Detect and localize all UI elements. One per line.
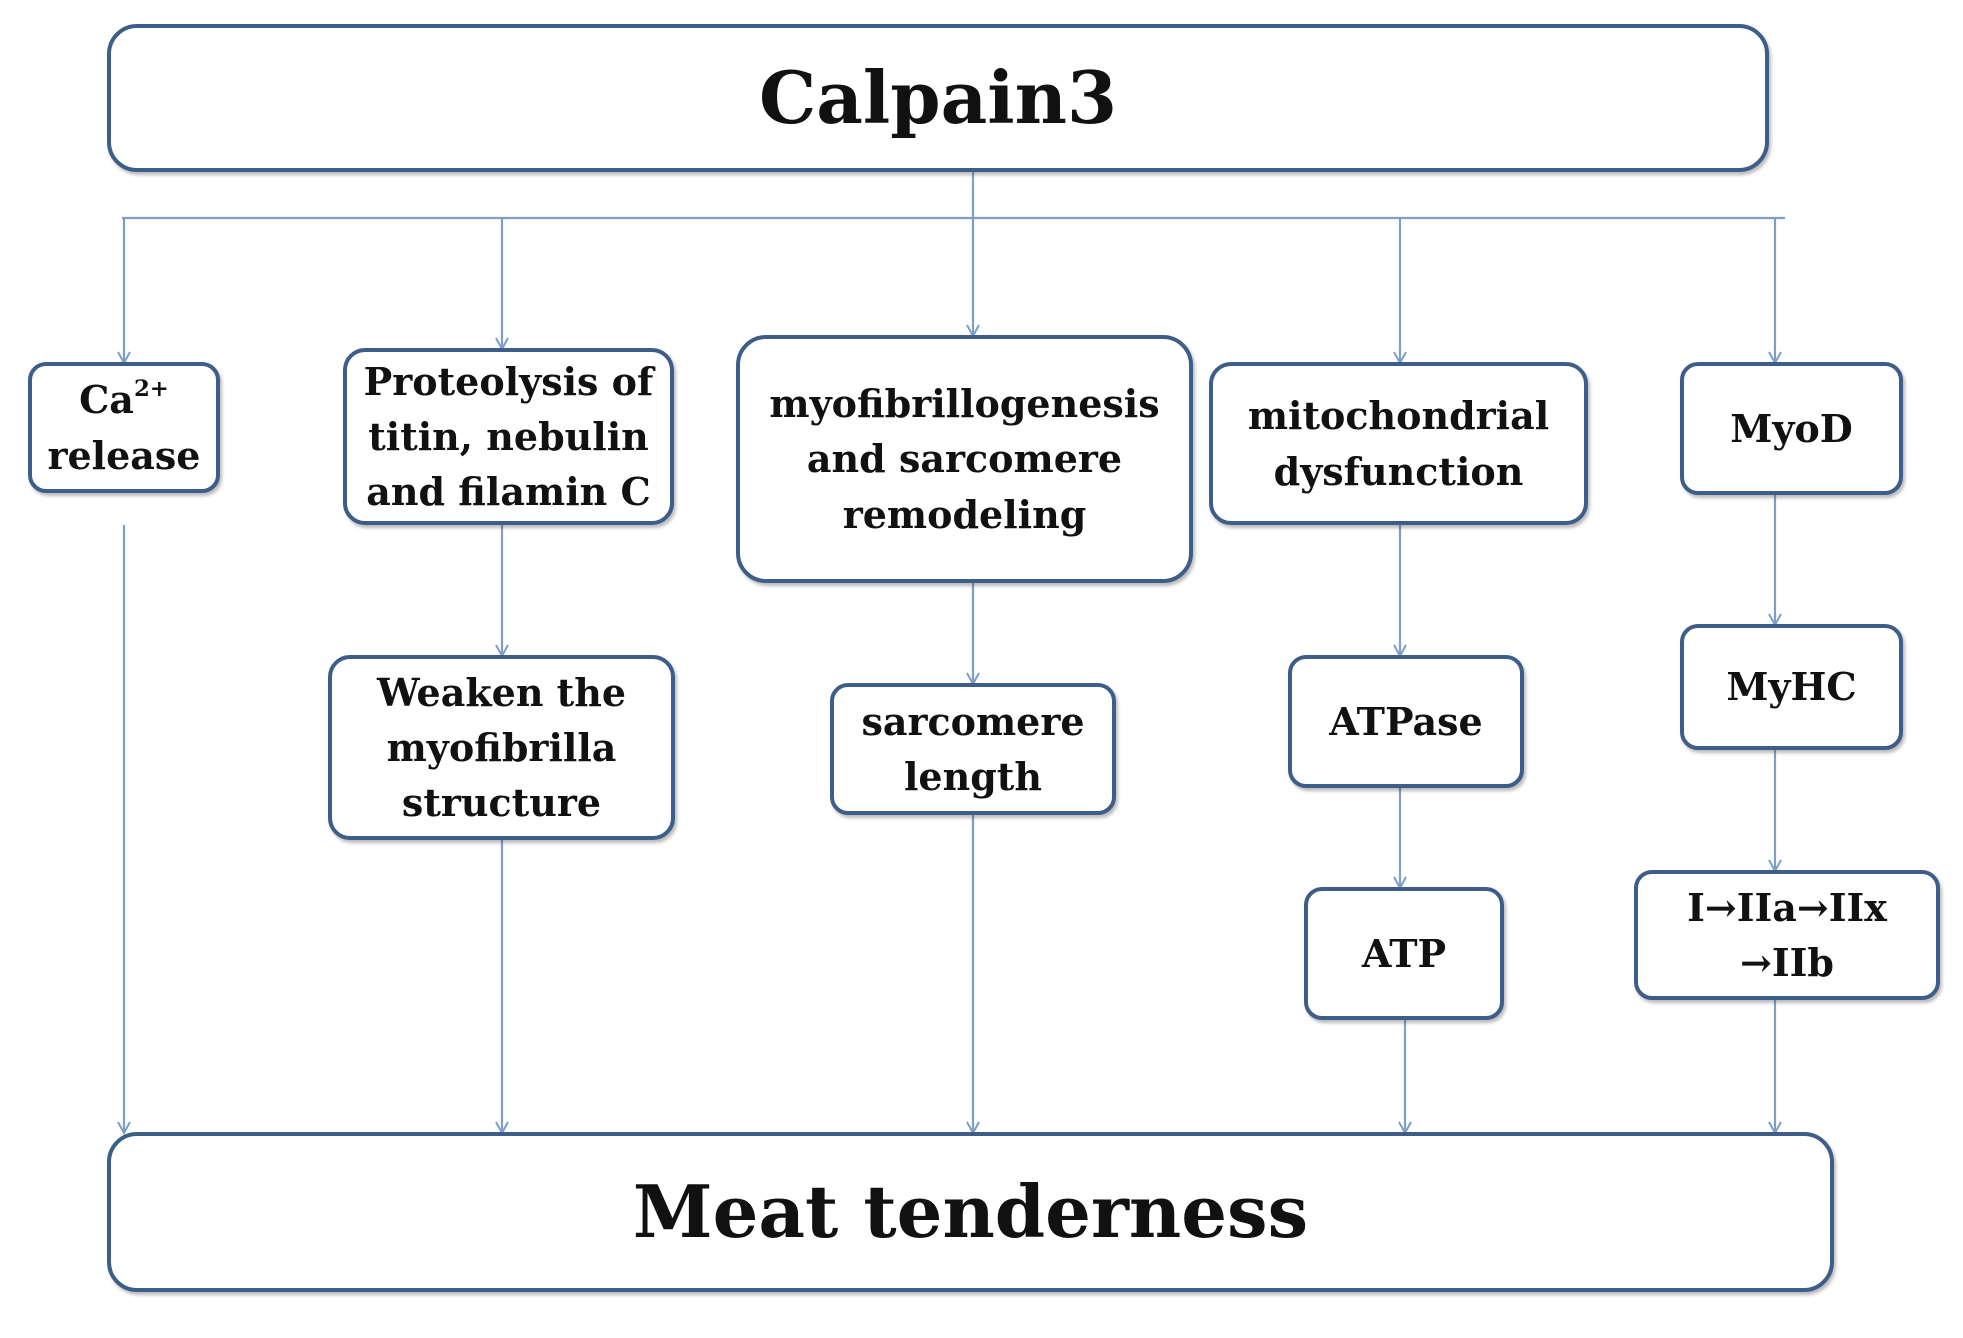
atp-label: ATP <box>1361 930 1447 976</box>
sarcomere-line-1: sarcomere <box>861 698 1085 744</box>
myofibrillogenesis-line-3: remodeling <box>842 491 1087 537</box>
atpase-box: ATPase <box>1288 655 1524 788</box>
ca-release-box: Ca2+ release <box>28 362 220 493</box>
sarcomere-line-2: length <box>903 754 1042 799</box>
myofibrillogenesis-line-1: myofibrillogenesis <box>769 381 1160 427</box>
mitochondrial-line-1: mitochondrial <box>1247 393 1550 439</box>
atp-box: ATP <box>1304 887 1504 1020</box>
weaken-structure-box: Weaken the myofibrilla structure <box>328 655 675 840</box>
fiber-type-box: I→IIa→IIx →IIb <box>1634 870 1940 1000</box>
myofibrillogenesis-line-2: and sarcomere <box>806 436 1123 482</box>
mitochondrial-line-2: dysfunction <box>1273 448 1524 494</box>
weaken-line-3: structure <box>401 780 602 826</box>
meat-tenderness-label: Meat tenderness <box>632 1168 1309 1254</box>
proteolysis-line-2: titin, nebulin <box>368 413 649 459</box>
weaken-line-1: Weaken the <box>376 669 627 715</box>
proteolysis-box: Proteolysis of titin, nebulin and filami… <box>343 348 674 525</box>
ca-release-label: release <box>47 432 201 478</box>
mitochondrial-dysfunction-box: mitochondrial dysfunction <box>1209 362 1588 525</box>
fiber-line-2: →IIb <box>1740 940 1834 985</box>
ca-label: Ca2+ <box>79 376 169 423</box>
weaken-line-2: myofibrilla <box>386 724 617 770</box>
myofibrillogenesis-box: myofibrillogenesis and sarcomere remodel… <box>736 335 1193 583</box>
calpain3-box: Calpain3 <box>107 24 1769 172</box>
meat-tenderness-box: Meat tenderness <box>107 1132 1834 1292</box>
calpain3-label: Calpain3 <box>758 54 1118 140</box>
sarcomere-length-box: sarcomere length <box>830 683 1116 815</box>
myod-box: MyoD <box>1680 362 1903 495</box>
fiber-line-1: I→IIa→IIx <box>1687 884 1887 930</box>
proteolysis-line-1: Proteolysis of <box>363 358 654 404</box>
proteolysis-line-3: and filamin C <box>366 469 651 515</box>
myod-label: MyoD <box>1730 405 1853 451</box>
atpase-label: ATPase <box>1329 698 1483 744</box>
myhc-box: MyHC <box>1680 624 1903 750</box>
myhc-label: MyHC <box>1726 664 1857 710</box>
